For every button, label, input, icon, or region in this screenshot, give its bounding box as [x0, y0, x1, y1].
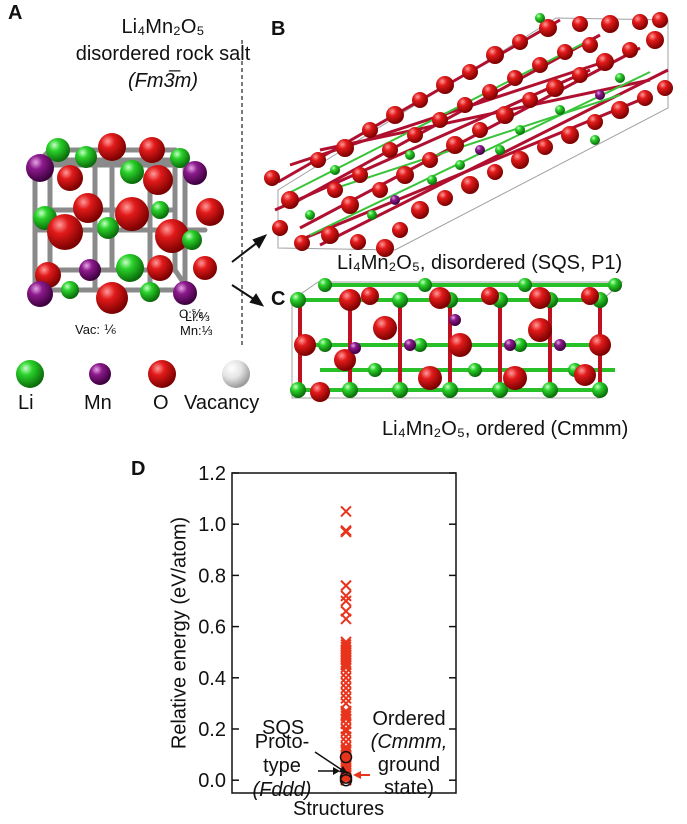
legend-vacancy-label: Vacancy: [184, 392, 260, 414]
sqs-annotation: SQS: [262, 717, 305, 739]
energy-point: [340, 682, 352, 694]
legend-li-swatch: [16, 360, 44, 388]
legend-o-label: O: [153, 392, 169, 414]
panel-a-title-phase: disordered rock salt: [75, 43, 251, 65]
occ-li-label: Li:⅔: [185, 309, 210, 324]
prototype-line1: Proto-: [254, 731, 310, 753]
occ-mn-label: Mn:⅓: [180, 323, 213, 338]
energy-point: [340, 579, 352, 592]
energy-point: [340, 713, 352, 725]
energy-point: [340, 590, 352, 602]
panel-letter-b: B: [271, 18, 286, 40]
prototype-line3: (Fddd): [252, 779, 312, 801]
panel-a-title-formula: Li₄Mn₂O₅: [121, 16, 205, 38]
y-axis-label: Relative energy (eV/atom): [168, 516, 191, 750]
y-tick-label: 0.8: [198, 565, 226, 587]
legend-mn-label: Mn: [84, 392, 112, 414]
energy-point: [340, 725, 352, 738]
ordered-line2: (Cmmm,: [370, 731, 448, 753]
ordered-line3: ground: [377, 754, 441, 776]
ordered-annotation: Ordered (Cmmm, ground state): [366, 708, 452, 800]
prototype-annotation: Proto- type (Fddd): [250, 730, 314, 802]
highlight-sqs-marker: [339, 750, 353, 764]
ordered-arrowhead: [353, 771, 361, 779]
energy-point: [340, 730, 352, 743]
y-tick-label: 0.2: [198, 719, 226, 741]
energy-point: [340, 661, 352, 674]
cmmm-ordered-diagram: [290, 278, 624, 402]
highlight-ordered-marker: [339, 773, 353, 787]
energy-point: [340, 687, 352, 699]
ordered-line1: Ordered: [372, 708, 446, 730]
energy-point: [340, 774, 352, 786]
ordered-line4: state): [383, 777, 435, 799]
y-tick-label: 1.2: [198, 463, 226, 485]
energy-point: [340, 707, 352, 720]
energy-point: [340, 524, 352, 537]
y-tick-label: 0.6: [198, 617, 226, 639]
legend-mn-swatch: [89, 363, 111, 385]
energy-point: [340, 692, 352, 704]
panel-letter-c: C: [271, 288, 286, 310]
energy-chart: 0.0 0.2 0.4 0.6 0.8 1.0 1.2: [198, 463, 457, 794]
prototype-line2: type: [263, 755, 301, 777]
panel-arrows: [231, 234, 268, 307]
y-tick-label: 1.0: [198, 514, 226, 536]
legend-vacancy-swatch: [222, 360, 250, 388]
sqs-arrowhead: [339, 766, 348, 774]
x-axis-label: Structures: [293, 798, 385, 820]
sqs-arrow: [314, 751, 343, 771]
panel-b-caption: Li₄Mn₂O₅, disordered (SQS, P1): [337, 252, 623, 274]
y-tick-label: 0.4: [198, 668, 226, 690]
panel-letter-d: D: [131, 458, 146, 480]
panel-c-caption: Li₄Mn₂O₅, ordered (Cmmm): [382, 418, 629, 440]
legend-li-label: Li: [18, 392, 34, 414]
energy-point: [340, 505, 352, 518]
plot-frame: [231, 472, 457, 794]
sqs-supercell-diagram: [264, 12, 673, 257]
panel-a-spacegroup: (Fm3̅m): [128, 70, 198, 92]
energy-point: [340, 666, 352, 679]
rocksalt-cell-diagram: [26, 133, 224, 314]
energy-point: [340, 677, 352, 689]
occ-o-label: O:⅚: [179, 307, 204, 321]
energy-point: [340, 595, 352, 607]
energy-point: [340, 613, 352, 625]
occ-vac-label: Vac: ⅙: [75, 322, 117, 337]
prototype-arrowhead: [333, 767, 340, 775]
energy-point: [340, 656, 352, 669]
legend-o-swatch: [148, 360, 176, 388]
panel-letter-a: A: [8, 2, 23, 24]
y-tick-label: 0.0: [198, 770, 226, 792]
energy-point: [340, 672, 352, 684]
